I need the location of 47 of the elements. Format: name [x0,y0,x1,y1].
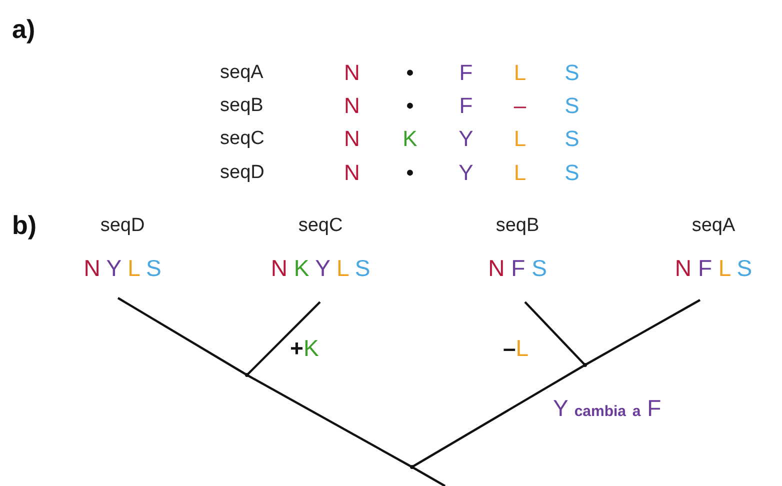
edge-label: –L [503,335,529,362]
tree-branch [411,364,586,468]
edge-label: +K [290,335,319,362]
panel-label: a) [12,14,36,45]
taxon-name: seqD [100,215,145,237]
tree-branch [246,374,413,468]
sequence-name: seqC [220,128,264,150]
residue-letter: N [343,60,361,86]
branch-point [245,373,249,377]
residue-letter: F [458,60,474,86]
branch-point [410,465,414,469]
sequence-text: N Y L S [84,255,162,282]
residue-letter: • [405,160,415,186]
edge-label: Y cambia a F [553,395,662,422]
residue-letter: • [405,93,415,119]
taxon-name: seqC [298,215,343,237]
panel-label: b) [12,210,37,241]
residue-letter: S [564,60,580,86]
residue-letter: K [402,126,418,152]
residue-letter: N [343,160,361,186]
residue-letter: L [512,160,528,186]
tree-branch [117,297,248,376]
residue-letter: Y [458,126,474,152]
residue-letter: • [405,60,415,86]
residue-letter: S [564,160,580,186]
taxon-name: seqA [692,215,736,237]
residue-letter: S [564,126,580,152]
residue-letter: N [343,93,361,119]
branch-point [583,363,587,367]
residue-letter: S [564,93,580,119]
taxon-name: seqB [496,215,540,237]
sequence-text: N K Y L S [270,255,370,282]
residue-letter: Y [458,160,474,186]
residue-letter: L [512,60,528,86]
residue-letter: N [343,126,361,152]
sequence-text: N F S [488,255,547,282]
sequence-name: seqB [220,95,264,117]
sequence-name: seqA [220,62,264,84]
residue-letter: F [458,93,474,119]
tree-branch [246,301,321,376]
tree-branch [584,299,701,366]
tree-branch [411,466,446,486]
sequence-text: N F L S [674,255,752,282]
sequence-name: seqD [220,162,264,184]
residue-letter: L [512,126,528,152]
tree-branch [524,301,586,366]
residue-letter: – [512,93,528,119]
